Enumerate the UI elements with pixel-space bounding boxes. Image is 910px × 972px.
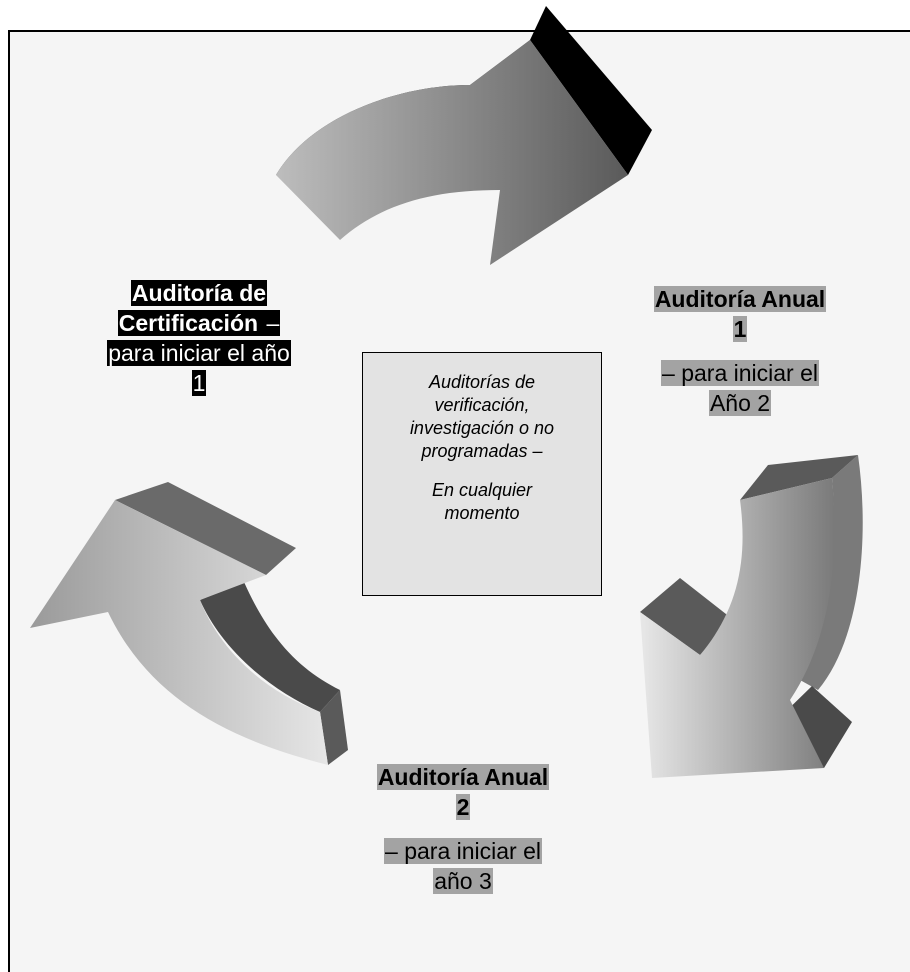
annual1-desc-line1: – para iniciar el: [661, 360, 819, 386]
certification-desc-line2: 1: [191, 370, 207, 396]
unscheduled-audits-box: Auditorías de verificación, investigació…: [362, 352, 602, 596]
certification-dash: –: [259, 310, 281, 336]
certification-title-line1: Auditoría de: [130, 280, 268, 306]
label-certification-audit: Auditoría de Certificación – para inicia…: [58, 278, 340, 398]
arrow-left: [30, 482, 348, 765]
center-box-line1: Auditorías de: [428, 372, 536, 392]
annual2-title-line2: 2: [455, 794, 471, 820]
annual1-title-line1: Auditoría Anual: [653, 286, 827, 312]
label-annual-audit-1: Auditoría Anual 1 – para iniciar el Año …: [620, 284, 860, 418]
annual2-desc-line2: año 3: [433, 868, 493, 894]
center-box-gap: [363, 463, 601, 479]
center-box-line3: investigación o no: [409, 418, 555, 438]
annual2-title-line1: Auditoría Anual: [376, 764, 550, 790]
center-box-line4: programadas –: [421, 441, 543, 461]
annual2-desc-line1: – para iniciar el: [384, 838, 542, 864]
annual1-title-line2: 1: [732, 316, 748, 342]
certification-title-line2: Certificación: [117, 310, 260, 336]
label-annual-audit-2: Auditoría Anual 2 – para iniciar el año …: [338, 762, 588, 896]
center-box-line5: En cualquier: [431, 480, 533, 500]
arrow-right: [640, 455, 863, 778]
cycle-arrows: [30, 6, 863, 778]
certification-desc-line1: para iniciar el año: [107, 340, 291, 366]
center-box-line2: verificación,: [434, 395, 530, 415]
arrow-top: [276, 6, 652, 265]
center-box-line6: momento: [444, 503, 520, 523]
annual1-desc-line2: Año 2: [708, 390, 772, 416]
